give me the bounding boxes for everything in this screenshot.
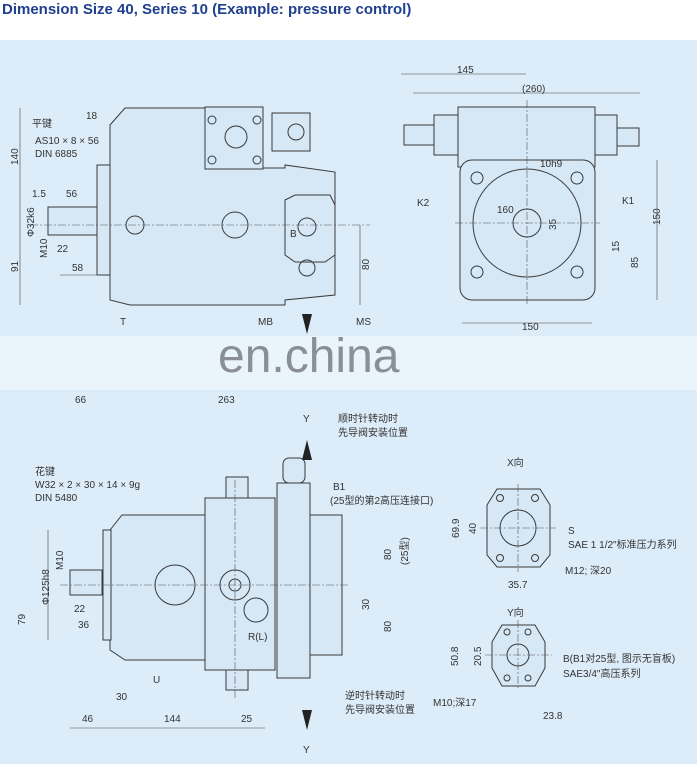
dim-66: 66 (75, 395, 87, 406)
page-title: Dimension Size 40, Series 10 (Example: p… (2, 1, 412, 18)
dimension-drawing: 平键 AS10 × 8 × 56 DIN 6885 18 140 1.5 56 … (0, 40, 697, 764)
dim-144: 144 (164, 714, 181, 725)
dim-50-8: 50.8 (450, 646, 461, 666)
dim-35: 35 (548, 218, 559, 230)
side-view: 平键 AS10 × 8 × 56 DIN 6885 18 140 1.5 56 … (10, 106, 372, 334)
port-b1: B1 (333, 482, 346, 493)
y-view-flange: Y向 50.8 20.5 B(B1对25型, 图示无盲板) SAE3/4"高压系… (433, 606, 675, 722)
bottom-view: Y Y 顺时针转动时 先导阀安装位置 逆时针转动时 先导阀安装位置 花键 W32… (17, 412, 433, 756)
dim-1-5: 1.5 (32, 189, 46, 200)
dim-46: 46 (82, 714, 94, 725)
port-ms: MS (356, 317, 371, 328)
dim-85: 85 (630, 256, 641, 268)
dim-260: (260) (522, 84, 545, 95)
x-thread: M12; 深20 (565, 565, 612, 577)
dim-150-vertical: 150 (652, 208, 663, 225)
port-rl: R(L) (248, 632, 267, 643)
dim-145: 145 (457, 65, 474, 76)
dim-18: 18 (86, 111, 98, 122)
dim-shaft: Φ32k6 (26, 207, 37, 237)
dim-263: 263 (218, 395, 235, 406)
x-view-title: X向 (507, 456, 524, 469)
spline-label: 花键 (35, 465, 55, 478)
dim-25-type: (25型) (398, 537, 411, 565)
dim-23-8: 23.8 (543, 711, 563, 722)
b1-note: (25型的第2高压连接口) (330, 494, 433, 507)
dim-160: 160 (497, 205, 514, 216)
cw-note-2: 先导阀安装位置 (338, 426, 408, 439)
dim-91: 91 (10, 260, 21, 272)
key-label: 平键 (32, 117, 52, 130)
dim-pilot: Φ125h8 (41, 569, 52, 605)
dim-30-vertical: 30 (361, 598, 372, 610)
dim-36: 36 (78, 620, 90, 631)
dim-40: 40 (468, 522, 479, 534)
dim-58: 58 (72, 263, 84, 274)
dim-22: 22 (57, 244, 69, 255)
dim-150-horizontal: 150 (522, 322, 539, 333)
cw-note-1: 顺时针转动时 (338, 412, 398, 425)
dim-m10: M10 (55, 550, 66, 570)
dim-80-lower: 80 (383, 620, 394, 632)
port-k2: K2 (417, 198, 430, 209)
port-k1: K1 (622, 196, 635, 207)
arrow-up-icon (302, 314, 312, 334)
port-s-spec: SAE 1 1/2"标准压力系列 (568, 538, 677, 551)
port-mb: MB (258, 317, 273, 328)
dim-35-7: 35.7 (508, 580, 528, 591)
x-view-flange: X向 69.9 40 S SAE 1 1/2"标准压力系列 M12; 深20 3… (451, 456, 677, 591)
dim-22: 22 (74, 604, 86, 615)
dim-80: 80 (361, 258, 372, 270)
ccw-note-2: 先导阀安装位置 (345, 703, 415, 716)
y-view-title: Y向 (507, 606, 524, 619)
y-thread: M10;深17 (433, 697, 477, 709)
spline-std: DIN 5480 (35, 493, 78, 504)
port-t: T (120, 317, 126, 328)
dim-80-upper: 80 (383, 548, 394, 560)
port-b: B (290, 229, 297, 240)
dim-30-horizontal: 30 (116, 692, 128, 703)
dim-20-5: 20.5 (473, 646, 484, 666)
key-std: DIN 6885 (35, 149, 78, 160)
front-view: 145 (260) 10h9 160 35 K2 K1 150 15 85 15… (401, 65, 663, 333)
dim-56: 56 (66, 189, 78, 200)
dim-69-9: 69.9 (451, 518, 462, 538)
port-u: U (153, 675, 160, 686)
key-spec: AS10 × 8 × 56 (35, 136, 99, 147)
spline-spec: W32 × 2 × 30 × 14 × 9g (35, 480, 140, 491)
y-label-bottom: Y (303, 745, 310, 756)
dim-79: 79 (17, 613, 28, 625)
dim-key: 10h9 (540, 159, 563, 170)
watermark: en.china (218, 330, 400, 383)
dim-thread: M10 (39, 238, 50, 258)
dim-15: 15 (611, 240, 622, 252)
port-b-spec: SAE3/4"高压系列 (563, 667, 640, 680)
port-b: B(B1对25型, 图示无盲板) (563, 652, 675, 665)
port-s: S (568, 526, 575, 537)
ccw-note-1: 逆时针转动时 (345, 689, 405, 702)
dim-25: 25 (241, 714, 253, 725)
dim-140: 140 (10, 148, 21, 165)
watermark-band (0, 336, 697, 390)
y-label-top: Y (303, 414, 310, 425)
